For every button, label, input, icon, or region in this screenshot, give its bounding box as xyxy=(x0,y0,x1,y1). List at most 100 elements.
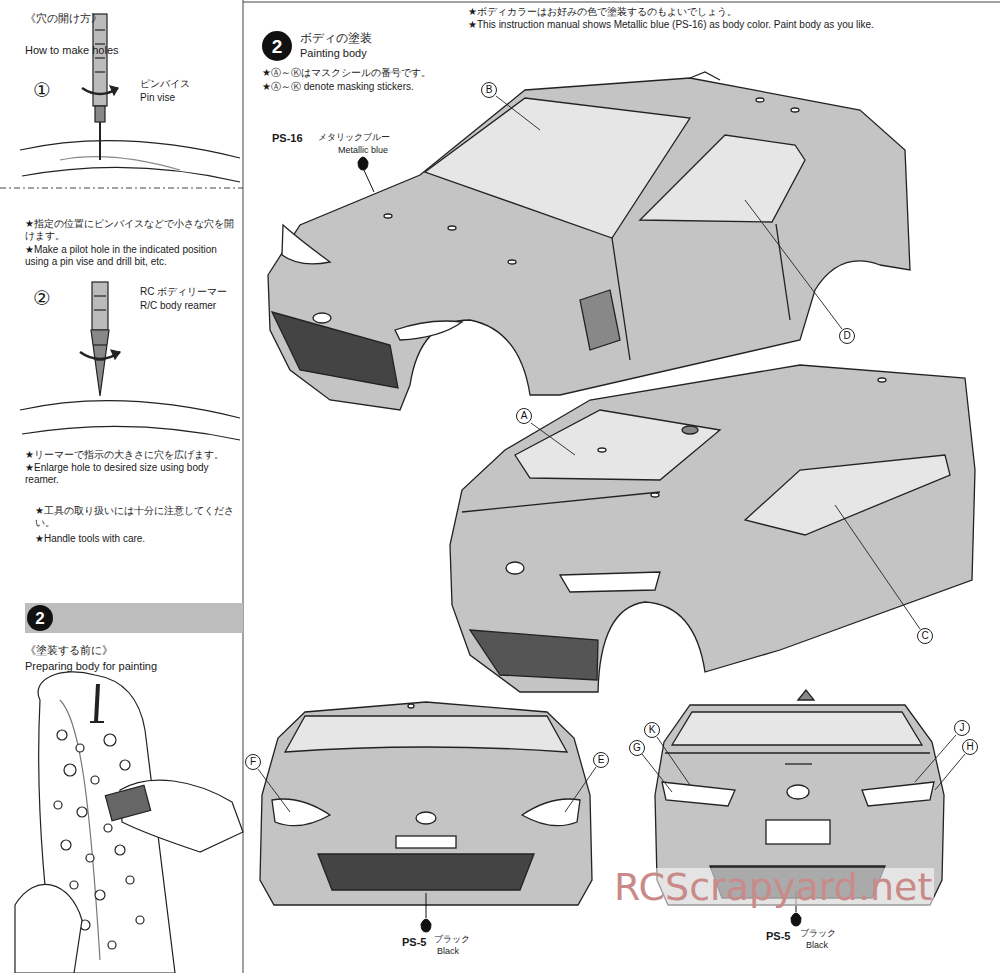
callout-text: D xyxy=(843,331,850,341)
reamer-drawing-part xyxy=(22,426,240,440)
washing-drawing-part xyxy=(95,890,105,900)
reamer-drawing-part xyxy=(20,401,240,418)
callout-text: B xyxy=(486,85,493,95)
reamer-drawing-part xyxy=(92,282,108,330)
callout-text: G xyxy=(633,743,641,753)
car-body-rear-part xyxy=(665,752,930,753)
panel-frame-part xyxy=(243,0,244,973)
car-body-rear-view xyxy=(450,365,975,692)
washing-drawing-part xyxy=(77,807,87,817)
washing-drawing-part xyxy=(104,824,112,832)
car-body-rear-view-part xyxy=(506,562,524,574)
car-body-rear-view-part xyxy=(651,493,659,497)
step-band xyxy=(25,603,243,633)
mask-callout: K xyxy=(644,722,660,738)
paint-pointer-part xyxy=(358,157,368,170)
callout-text: C xyxy=(921,631,928,641)
paint-pointer-part xyxy=(426,893,427,918)
callout-text: J xyxy=(960,723,965,733)
car-body-front-view-part xyxy=(268,78,910,410)
mask-callout: E xyxy=(593,752,609,768)
car-body-front-view-part xyxy=(395,321,462,340)
note-text: ★Enlarge hole to desired size using body… xyxy=(25,462,241,486)
washing-drawing-part xyxy=(64,764,76,776)
car-body-front-view-part xyxy=(508,260,516,264)
mask-callout: J xyxy=(954,720,970,736)
paint-pointer-part xyxy=(421,919,431,932)
car-body-front-view-part xyxy=(690,72,720,80)
car-body-front-view-part xyxy=(776,224,790,320)
paint-name: Black xyxy=(437,946,459,957)
leader-line-part xyxy=(496,96,540,130)
mask-callout: B xyxy=(481,82,497,98)
pin-vise-drawing-part xyxy=(95,29,105,30)
callout-text: E xyxy=(598,755,605,765)
leader-line-part xyxy=(745,200,842,329)
car-body-front-view-part xyxy=(313,313,331,323)
step-number: 2 xyxy=(27,605,53,631)
washing-drawing-part xyxy=(115,845,125,855)
car-body-rear-view-part xyxy=(878,378,886,382)
car-body-front-part xyxy=(285,716,567,752)
car-body-front-view-part xyxy=(791,108,799,112)
pin-vise-drawing-part xyxy=(99,122,101,160)
panel-frame-part xyxy=(243,2,1000,3)
washing-drawing-part xyxy=(54,801,62,809)
washing-drawing-part xyxy=(105,785,150,820)
car-body-front-part xyxy=(272,799,330,826)
callout-text: K xyxy=(649,725,656,735)
mask-callout: F xyxy=(245,754,261,770)
note-text: ★リーマーで指示の大きさに穴を広げます。 xyxy=(25,449,241,461)
car-body-front-part xyxy=(396,836,456,848)
washing-drawing-part xyxy=(91,776,99,784)
washing-drawing-part xyxy=(136,916,144,924)
tool-name: Pin vise xyxy=(140,92,175,104)
mask-callout: D xyxy=(839,328,855,344)
car-body-front xyxy=(260,702,592,905)
paint-code: PS-5 xyxy=(766,930,790,943)
leader-line-part xyxy=(258,769,290,812)
car-body-front-part xyxy=(260,702,592,905)
car-body-front-view-part xyxy=(640,135,805,222)
note-text: ★ボディカラーはお好みの色で塗装するのもよいでしょう。 xyxy=(468,6,737,18)
car-body-rear-part xyxy=(785,763,812,764)
washing-drawing-part xyxy=(70,881,78,889)
callout-text: F xyxy=(250,757,256,767)
pin-vise-drawing-part xyxy=(93,14,107,106)
washing-drawing xyxy=(15,672,243,973)
car-body-rear-part xyxy=(672,712,922,745)
reamer-drawing xyxy=(20,282,240,440)
car-body-front-part xyxy=(318,854,534,890)
step-marker: ② xyxy=(33,286,51,310)
washing-drawing-part xyxy=(15,884,82,973)
reamer-drawing-part xyxy=(94,309,106,310)
mask-callout: G xyxy=(629,740,645,756)
pin-vise-drawing-part xyxy=(95,57,105,58)
washing-drawing-part xyxy=(76,744,84,752)
callout-text: A xyxy=(521,411,528,421)
car-body-rear-part xyxy=(662,782,735,806)
paint-pointer-part xyxy=(363,168,374,192)
panel-frame-part xyxy=(0,188,243,189)
washing-drawing-part xyxy=(96,684,98,722)
car-body-rear-view-part xyxy=(470,630,598,680)
paint-name: メタリックブルー xyxy=(318,132,390,143)
mask-callout: C xyxy=(917,628,933,644)
washing-drawing-part xyxy=(104,734,116,746)
mask-callout: H xyxy=(962,739,978,755)
mask-callout: A xyxy=(516,408,532,424)
paint-code: PS-16 xyxy=(272,132,303,145)
step-marker: ① xyxy=(33,78,51,102)
note-text: ★Ⓐ～Ⓚはマスクシールの番号です。 xyxy=(262,67,431,79)
tool-name: ピンバイス xyxy=(140,78,190,90)
leader-line-part xyxy=(565,767,596,812)
pin-vise-drawing-part xyxy=(20,141,240,158)
washing-drawing-part xyxy=(108,941,116,949)
leader-line-part xyxy=(835,505,920,629)
note-text: ★指定の位置にピンバイスなどで小さな穴を開けます。 xyxy=(25,218,241,242)
callout-text: H xyxy=(966,742,973,752)
step-band-part xyxy=(25,603,243,633)
section-heading: 《穴の開け方》 xyxy=(25,12,102,25)
pin-vise-drawing-part xyxy=(95,106,105,122)
